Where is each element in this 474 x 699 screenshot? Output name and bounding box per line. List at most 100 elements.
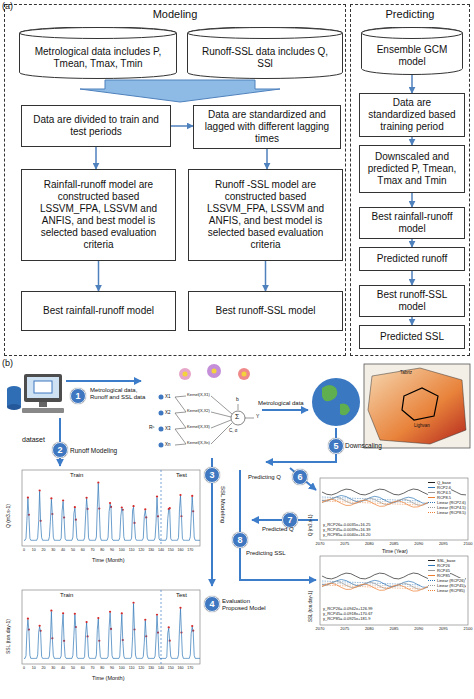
tick-label: 70	[87, 548, 97, 552]
legend-text: Linear (RCP8.5)	[437, 510, 466, 515]
callout-number: 8	[237, 535, 242, 545]
data-dot	[121, 612, 123, 614]
box-text: Runoff -SSL model are constructed based …	[194, 179, 337, 251]
tick-label: 10	[29, 548, 39, 552]
tick-label: 90	[107, 666, 117, 670]
box-text: Best rainfall-runoff model	[43, 305, 154, 317]
panel-heading: Predicting	[351, 8, 469, 20]
step-text: SSL Modeling	[219, 486, 226, 523]
tick-label: 100	[117, 666, 127, 670]
box-text: Rainfall-runoff model are constructed ba…	[27, 179, 170, 251]
tick-label: 120	[136, 548, 146, 552]
tick-label: 100	[117, 548, 127, 552]
flow-arrow	[411, 239, 413, 247]
data-dot	[85, 621, 87, 623]
data-dot	[50, 497, 52, 499]
data-dot	[27, 497, 29, 499]
tick-label: 2080	[362, 627, 376, 632]
legend-row: Linear (RCP8.5)	[428, 510, 466, 515]
step-text: Downscaling	[345, 442, 382, 449]
data-dot	[132, 505, 134, 507]
data-dot	[85, 497, 87, 499]
tick-label: 170	[185, 548, 195, 552]
trend-equation: y_RCP45=-0.0918x+170.67	[323, 612, 373, 617]
step-circle: 2	[52, 442, 68, 458]
tick-label: 50	[68, 548, 78, 552]
tick-label: 0	[19, 548, 29, 552]
tick-label: 2075	[338, 627, 352, 632]
data-dot	[27, 618, 29, 620]
space-label: Rⁿ	[149, 425, 154, 431]
output-label: Y	[256, 414, 259, 420]
tick-label: 110	[127, 548, 137, 552]
tick-label: 2090	[412, 627, 426, 632]
tick-label: 170	[185, 666, 195, 670]
tick-label: 0	[19, 666, 29, 670]
input-label: X3	[165, 426, 171, 431]
input-label: Xn	[165, 442, 171, 447]
data-dot	[179, 607, 181, 609]
process-box: Data are standardized and lagged with di…	[193, 105, 341, 149]
data-cylinder: Runoff-SSL data includes Q, SSl	[187, 27, 343, 79]
tick-label: 10	[29, 666, 39, 670]
callout-number: 7	[287, 515, 292, 525]
tick-label: 90	[107, 548, 117, 552]
step-text: Predicting SSL	[246, 550, 286, 557]
flow-arrow	[95, 147, 97, 169]
data-dot	[74, 506, 76, 508]
data-dot	[97, 482, 99, 484]
step-text: Evaluation Proposed Model	[222, 598, 277, 612]
tick-label: 140	[156, 548, 166, 552]
box-text: Best runoff-SSL model	[365, 289, 459, 313]
computer-icon	[7, 374, 64, 413]
tick-label: 160	[175, 548, 185, 552]
flow-arrow	[411, 137, 413, 145]
process-box: Best runoff-SSL model	[188, 291, 343, 331]
flow-arrow	[266, 149, 268, 169]
data-dot	[39, 489, 41, 491]
axis-title: SSL (ton.day-1)	[6, 619, 12, 654]
tick-label: 2090	[412, 542, 426, 547]
network-graph	[159, 395, 255, 448]
step-circle: 6	[292, 469, 308, 485]
data-line	[322, 583, 466, 592]
data-line	[322, 585, 420, 589]
legend-text: Linear (RCP85)	[437, 588, 465, 593]
step-circle: 1	[70, 388, 86, 404]
input-label: X2	[165, 410, 171, 415]
data-dot	[62, 612, 64, 614]
tick-label: 2095	[436, 627, 450, 632]
trend-equation: y_RCP85=-0.0040x+16.20	[323, 533, 370, 538]
box-text: Ensemble GCM model	[367, 44, 457, 68]
callout-number: 5	[333, 441, 338, 451]
axis-title: Time (Month)	[92, 675, 125, 681]
tick-label: 2100	[461, 542, 474, 547]
tick-label: 20	[39, 666, 49, 670]
tick-label: 130	[146, 548, 156, 552]
arrow-label: Metrological data	[258, 400, 304, 407]
tick-label: 150	[166, 666, 176, 670]
tick-label: 2075	[338, 542, 352, 547]
tick-label: 2085	[387, 542, 401, 547]
box-text: Predicted runoff	[377, 253, 447, 265]
kernel-label: Kernel(X,Xn)	[187, 441, 210, 446]
tick-label: 60	[78, 548, 88, 552]
period-label: Test	[176, 592, 187, 599]
data-dot	[74, 613, 76, 615]
tick-label: 2070	[313, 627, 327, 632]
predicting-panel: PredictingEnsemble GCM modelData are sta…	[350, 4, 470, 356]
box-text: Best runoff-SSL model	[215, 305, 315, 317]
callout-number: 3	[209, 470, 214, 480]
chart-frames	[22, 470, 468, 664]
step-circle: 5	[328, 438, 344, 454]
map-label: Tabriz	[400, 370, 412, 375]
axis-title: SSL (ton.day-1)	[308, 591, 313, 622]
panel-letter: (b)	[2, 358, 13, 368]
callout-number: 4	[209, 599, 214, 609]
flow-arrow	[411, 271, 413, 285]
box-text: Data are divided to train and test perio…	[27, 114, 165, 138]
tick-label: 2100	[461, 627, 474, 632]
flow-arrows	[60, 381, 336, 586]
sum-symbol: Σ	[235, 413, 239, 421]
step-circle: 3	[204, 467, 220, 483]
